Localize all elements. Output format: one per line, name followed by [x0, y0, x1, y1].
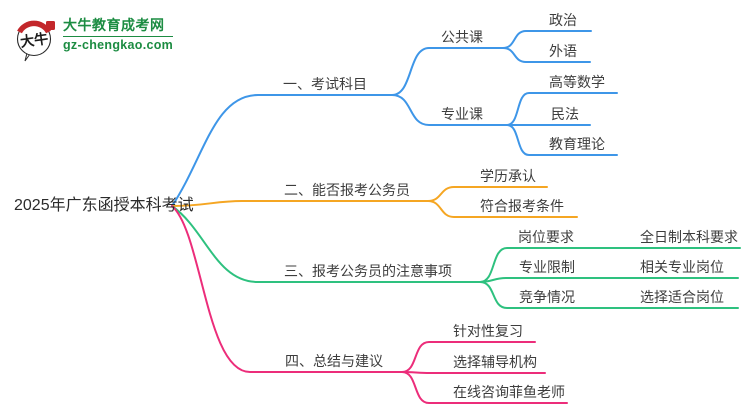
node-fulltime-requirement[interactable]: 全日制本科要求	[640, 229, 738, 245]
node-targeted-review[interactable]: 针对性复习	[453, 323, 523, 339]
node-civil-law[interactable]: 民法	[551, 106, 579, 122]
node-choose-suitable-position[interactable]: 选择适合岗位	[640, 289, 724, 305]
node-degree-recognition[interactable]: 学历承认	[480, 168, 536, 184]
node-major-courses[interactable]: 专业课	[441, 106, 483, 122]
node-tutoring-institution[interactable]: 选择辅导机构	[453, 354, 537, 370]
site-url: gz-chengkao.com	[63, 38, 174, 52]
node-position-requirements[interactable]: 岗位要求	[518, 229, 574, 245]
site-name: 大牛教育成考网	[63, 12, 174, 37]
leaf-foreign-language-line	[502, 47, 591, 63]
logo-bull-icon: 大牛	[16, 20, 55, 62]
node-public-courses[interactable]: 公共课	[441, 29, 483, 45]
branch-application-notes[interactable]: 三、报考公务员的注意事项	[284, 263, 452, 279]
node-competition[interactable]: 竞争情况	[519, 289, 575, 305]
node-meet-conditions[interactable]: 符合报考条件	[480, 198, 564, 214]
branch1-connector	[171, 94, 393, 207]
leaf-advanced-math-line	[506, 92, 618, 126]
leaf-targeted-review-line	[401, 341, 536, 373]
leaf-online-consult-line	[401, 371, 568, 404]
site-logo[interactable]: 大牛 大牛教育成考网 gz-chengkao.com	[10, 12, 174, 62]
branch-civil-servant-eligibility[interactable]: 二、能否报考公务员	[284, 182, 410, 198]
node-related-major-positions[interactable]: 相关专业岗位	[640, 259, 724, 275]
root-node[interactable]: 2025年广东函授本科考试	[14, 197, 194, 214]
leaf-competition-line	[479, 281, 739, 309]
leaf-tutoring-institution-line	[401, 371, 546, 374]
branch-summary-suggestions[interactable]: 四、总结与建议	[285, 353, 383, 369]
branch1-child-public-line	[391, 47, 504, 96]
logo-text: 大牛教育成考网 gz-chengkao.com	[63, 12, 174, 53]
leaf-politics-line	[502, 30, 592, 49]
branch-exam-subjects[interactable]: 一、考试科目	[283, 76, 367, 92]
node-advanced-math[interactable]: 高等数学	[549, 74, 605, 90]
node-foreign-language[interactable]: 外语	[549, 43, 577, 59]
branch1-child-major-line	[391, 94, 508, 126]
leaf-major-restrictions-line	[479, 277, 739, 283]
leaf-meet-conditions-line	[427, 200, 578, 218]
node-online-consult-teacher[interactable]: 在线咨询菲鱼老师	[453, 384, 565, 400]
node-major-restrictions[interactable]: 专业限制	[519, 259, 575, 275]
node-education-theory[interactable]: 教育理论	[549, 136, 605, 152]
leaf-education-theory-line	[506, 124, 618, 156]
node-politics[interactable]: 政治	[549, 12, 577, 28]
branch3-connector	[171, 205, 481, 283]
svg-text:大牛: 大牛	[19, 30, 49, 50]
branch2-connector	[171, 200, 429, 207]
branch4-connector	[171, 205, 403, 373]
